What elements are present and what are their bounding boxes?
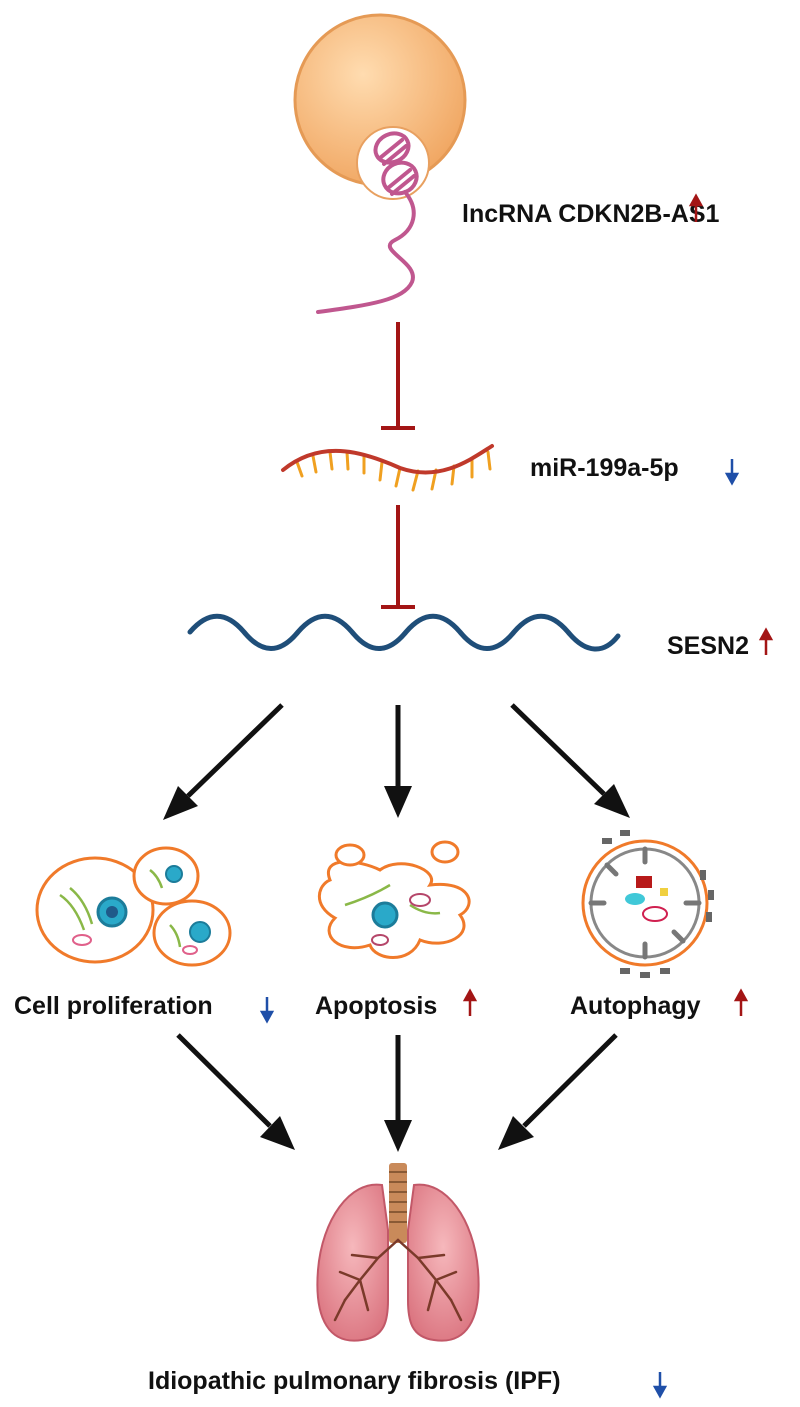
- mirna-label: miR-199a-5p: [530, 454, 679, 482]
- sesn2-up-arrow-icon: [758, 627, 774, 655]
- flow-arrow-autophagy-ipf: [498, 1033, 618, 1150]
- apoptosis-label: Apoptosis: [315, 992, 437, 1020]
- mirna-strand-icon: [281, 444, 494, 492]
- ipf-down-arrow-icon: [652, 1372, 668, 1399]
- lncrna-up-arrow-icon: [688, 193, 704, 222]
- autophagy-label: Autophagy: [570, 992, 701, 1020]
- lungs-icon: [316, 1163, 480, 1342]
- proliferation-label: Cell proliferation: [14, 992, 213, 1020]
- apoptotic-cell-icon: [317, 840, 471, 959]
- lncrna-label: lncRNA CDKN2B-AS1: [462, 200, 720, 228]
- flow-arrow-autophagy: [510, 703, 630, 818]
- inhibition-line-2: [381, 505, 415, 609]
- proliferation-down-arrow-icon: [259, 997, 275, 1024]
- ipf-label: Idiopathic pulmonary fibrosis (IPF): [148, 1367, 561, 1395]
- inhibition-line-1: [381, 322, 415, 430]
- mirna-down-arrow-icon: [724, 459, 740, 486]
- apoptosis-up-arrow-icon: [462, 988, 478, 1016]
- mrna-wave-icon: [187, 613, 621, 652]
- cell-with-rna-icon: [293, 13, 467, 314]
- dividing-cells-icon: [35, 846, 232, 967]
- autophagosome-icon: [581, 830, 714, 978]
- sesn2-label: SESN2: [667, 632, 749, 660]
- flow-arrow-apoptosis-ipf: [384, 1035, 412, 1152]
- flow-arrow-proliferation: [163, 703, 284, 820]
- flow-arrow-proliferation-ipf: [176, 1033, 295, 1150]
- autophagy-up-arrow-icon: [733, 988, 749, 1016]
- flow-arrow-apoptosis: [384, 705, 412, 818]
